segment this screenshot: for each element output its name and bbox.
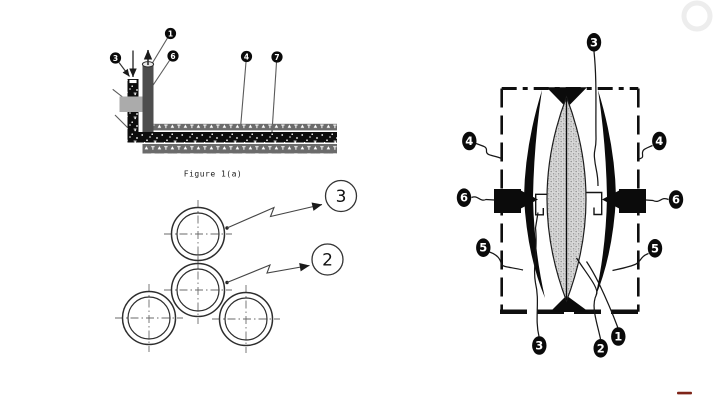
scan-artifacts [677,0,713,395]
oval-callout-left-6 [456,188,472,207]
leader-to-top-layer [239,61,247,129]
leader-right-4 [638,144,653,161]
block-left [494,189,521,213]
coating-layer-top [149,123,337,131]
balloon-2 [311,243,344,276]
bottom-funnel [550,295,589,312]
oval-callout-right-6-label: 6 [672,193,680,207]
balloon-3-label: 3 [336,187,347,207]
oval-callout-top-3-label: 3 [590,35,598,49]
fiber-circle-top-inner [176,212,220,256]
vertical-tube [142,64,154,133]
oval-callout-bottom-1 [611,327,626,346]
oval-callout-left-5 [476,238,491,257]
clamp-left [535,193,548,216]
substrate-core-layer [127,132,337,143]
leader-left-4 [475,142,502,160]
block-right [619,189,646,213]
blade-spike-right [602,189,622,210]
callout-4-label: 4 [244,52,249,61]
callout-4-dot [240,50,253,63]
coating-layer-bottom [142,144,337,154]
figure-1a-panel: 1 3 6 4 7 Figure 1(a) [109,27,337,179]
leader-right-5 [612,252,649,272]
callout-6-dot [167,50,179,62]
callout-7-label: 7 [274,53,279,62]
scan-smudge [681,0,713,32]
fiber-circle-left-inner [127,296,171,340]
oval-callout-left-4 [462,131,477,151]
lens-leader-lines [471,51,669,340]
callout-3-label: 3 [113,54,118,63]
figure-1a-leader-lines [112,37,278,133]
oval-callout-right-5 [647,239,663,258]
balloon-2-label: 2 [322,251,333,271]
leader-to-tube-top [151,37,168,65]
balloon-3-leader [226,202,323,229]
leader-left-6 [471,196,495,201]
oval-callout-right-4 [652,131,667,151]
callout-6-label: 6 [170,52,175,61]
oval-callout-left-6-label: 6 [460,191,468,205]
callout-1-label: 1 [168,29,173,38]
leader-bottom-3 [533,212,540,337]
callout-7-dot [271,51,283,63]
oval-callout-bottom-2 [593,339,608,358]
lens-callouts: 3 4 4 6 6 5 5 3 2 1 [456,33,684,358]
oval-callout-right-4-label: 4 [655,134,663,148]
fiber-circle-mid-inner [176,268,220,312]
callout-3-dot [109,52,122,64]
clamp-right [585,191,603,216]
red-mark [677,391,692,395]
oval-callout-top-3 [586,33,602,52]
leader-bottom-1 [585,261,619,328]
leader-bottom-2 [575,257,602,340]
fiber-circle-left-outer [121,290,177,346]
oval-callout-bottom-3 [532,336,547,355]
balloon-2-leader [226,262,310,284]
blade-spike-left [518,189,538,210]
oval-callout-bottom-1-label: 1 [614,330,622,344]
oval-callout-right-6 [668,190,684,209]
figure-1a-callouts: 1 3 6 4 7 [109,27,283,64]
leader-left-5 [489,251,524,271]
inlet-bar-cap [128,79,138,84]
fiber-circle-right-outer [218,291,274,347]
center-crosshairs [115,200,280,353]
leader-to-tube-side [152,60,170,87]
balloon-leaders [225,202,323,285]
lens-assembly-panel: 3 4 4 6 6 5 5 3 2 1 [456,33,684,358]
oval-callout-right-5-label: 5 [651,241,659,255]
oval-callout-bottom-3-label: 3 [535,339,543,353]
fiber-circle-mid-outer [170,262,226,318]
figure-caption: Figure 1(a) [184,170,242,179]
oval-callout-bottom-2-label: 2 [597,341,605,355]
fiber-circle-top-outer [170,206,226,262]
side-blade-left [524,90,545,298]
oval-callout-left-4-label: 4 [465,134,473,148]
leader-to-mid-layer [271,62,278,133]
applicator-box [119,96,143,112]
fiber-circles [121,206,274,347]
fiber-circle-right-inner [224,297,268,341]
fiber-cluster-panel: 3 2 [115,179,358,353]
leader-top-3 [593,51,599,187]
oval-callout-left-5-label: 5 [479,241,487,255]
callout-1-dot [164,27,177,40]
leader-right-6 [645,198,669,202]
side-blade-right [595,90,616,298]
callout-3-arrow [118,62,130,77]
balloon-3 [324,179,358,213]
